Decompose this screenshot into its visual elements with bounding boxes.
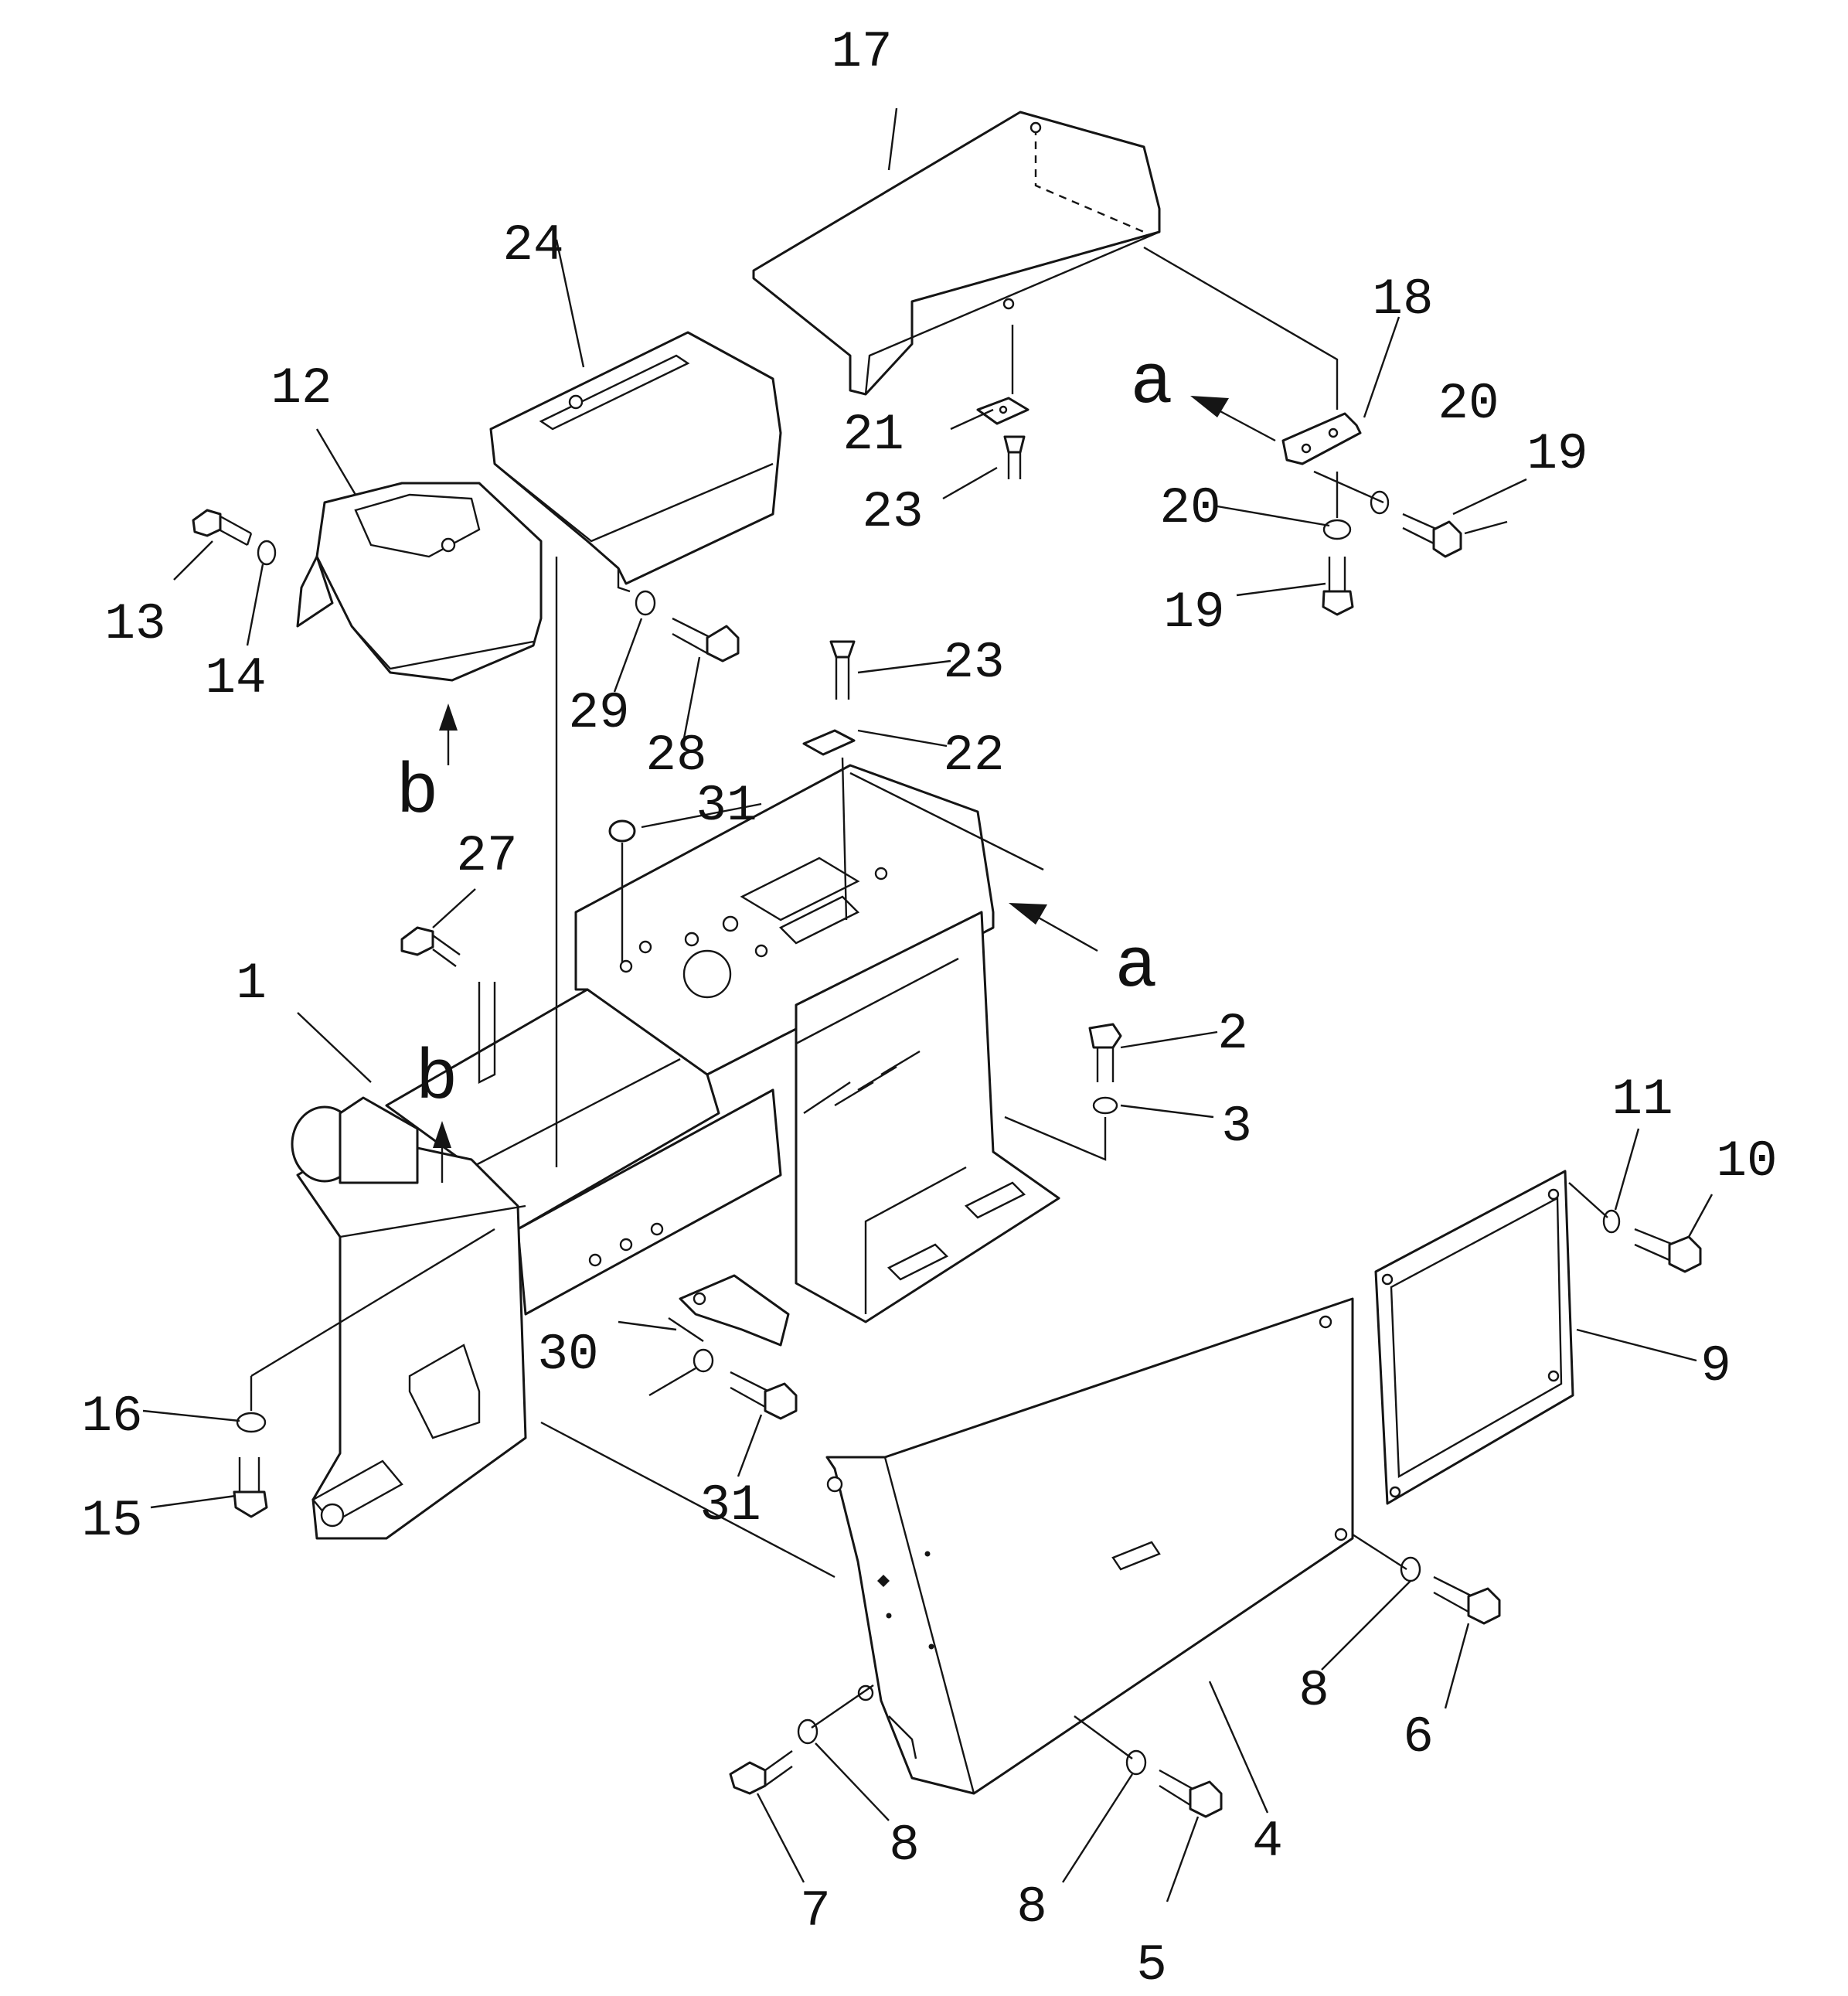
screw-23-lower xyxy=(829,640,856,700)
washer-3 xyxy=(1092,1096,1118,1115)
part-label-28: 30 xyxy=(537,1326,598,1384)
bolt-15 xyxy=(233,1457,268,1518)
top-cover-17 xyxy=(752,111,1161,396)
part-label-20-lower: 20 xyxy=(1159,479,1220,537)
washer-20-lower xyxy=(1322,519,1352,540)
plate-22 xyxy=(802,729,856,756)
screw-23-upper xyxy=(1003,435,1026,479)
washer-8-left xyxy=(797,1718,818,1745)
column-cover-12 xyxy=(296,482,543,682)
part-label-8-left: 8 xyxy=(889,1817,920,1875)
part-label-29: 31 xyxy=(699,1477,761,1534)
bolt-29 xyxy=(730,1371,798,1420)
washer-27 xyxy=(635,590,656,616)
washer-8-upper xyxy=(1400,1556,1421,1582)
bolt-19-upper xyxy=(1402,513,1462,558)
cover-plate-9 xyxy=(1374,1170,1574,1505)
view-arrow-a-lower xyxy=(1009,903,1098,952)
washer-20-upper xyxy=(1370,490,1390,515)
part-label-26: 28 xyxy=(645,727,706,785)
view-marker-labels: a a b b xyxy=(396,342,1172,1119)
part-label-22: 22 xyxy=(943,727,1004,785)
part-label-16: 16 xyxy=(81,1388,142,1446)
view-marker-a-upper: a xyxy=(1130,342,1172,424)
center-cover-24 xyxy=(489,331,782,593)
plug-31 xyxy=(608,819,636,843)
part-label-23-lower: 23 xyxy=(943,634,1004,692)
part-label-23-upper: 23 xyxy=(862,483,923,541)
bolt-5 xyxy=(1159,1769,1223,1818)
part-label-19-upper: 19 xyxy=(1526,425,1588,483)
bolt-10 xyxy=(1634,1228,1702,1273)
part-label-19-lower: 19 xyxy=(1163,584,1224,642)
part-label-20-upper: 20 xyxy=(1438,375,1499,433)
bracket-18 xyxy=(1281,412,1362,465)
part-label-11: 11 xyxy=(1611,1071,1673,1129)
view-marker-b-upper: b xyxy=(396,752,438,833)
part-label-27: 29 xyxy=(568,684,629,742)
view-arrow-b-upper xyxy=(439,703,458,765)
bolt-2 xyxy=(1088,1023,1122,1082)
bolt-7 xyxy=(729,1750,793,1795)
part-label-3: 3 xyxy=(1221,1098,1252,1156)
leader-lines xyxy=(142,107,1714,1902)
bolt-19-lower xyxy=(1322,557,1354,616)
part-label-31: 31 xyxy=(696,777,757,835)
washer-16 xyxy=(236,1412,267,1433)
part-label-7: 7 xyxy=(800,1882,831,1940)
part-label-6: 6 xyxy=(1403,1708,1434,1766)
side-panel-4 xyxy=(825,1297,1354,1795)
part-label-13: 13 xyxy=(104,595,165,653)
plate-21 xyxy=(976,397,1030,425)
part-number-labels: 17 24 12 18 20 19 20 19 21 23 13 14 29 2… xyxy=(81,23,1777,1994)
part-label-5: 5 xyxy=(1136,1936,1167,1994)
part-label-21: 21 xyxy=(842,406,904,464)
washer-11 xyxy=(1602,1209,1621,1234)
part-label-24: 24 xyxy=(502,216,563,274)
part-label-12: 12 xyxy=(271,359,332,417)
washer-8-lower xyxy=(1125,1749,1147,1776)
part-label-25: 27 xyxy=(456,827,517,885)
view-arrow-a-upper xyxy=(1190,396,1276,442)
part-label-2: 2 xyxy=(1217,1005,1248,1063)
washer-30 xyxy=(693,1348,714,1373)
main-frame-1 xyxy=(291,764,1060,1540)
bolt-13 xyxy=(192,509,253,547)
part-label-4: 4 xyxy=(1252,1813,1283,1871)
part-label-18: 18 xyxy=(1372,271,1433,329)
view-marker-b-lower: b xyxy=(415,1038,458,1119)
part-label-17: 17 xyxy=(831,23,892,81)
part-label-1: 1 xyxy=(236,955,267,1013)
bolt-6 xyxy=(1433,1575,1501,1625)
bolt-25 xyxy=(400,926,461,967)
part-label-8-bottom: 8 xyxy=(1016,1878,1047,1936)
view-marker-a-lower: a xyxy=(1115,926,1157,1007)
part-label-14: 14 xyxy=(205,649,266,707)
part-label-9: 9 xyxy=(1700,1337,1731,1395)
view-arrow-b-lower xyxy=(433,1121,451,1183)
washer-14 xyxy=(257,540,277,566)
bolt-26 xyxy=(672,617,740,662)
part-label-8-right: 8 xyxy=(1298,1662,1329,1720)
part-label-15: 15 xyxy=(81,1492,142,1550)
part-label-10: 10 xyxy=(1716,1133,1777,1190)
